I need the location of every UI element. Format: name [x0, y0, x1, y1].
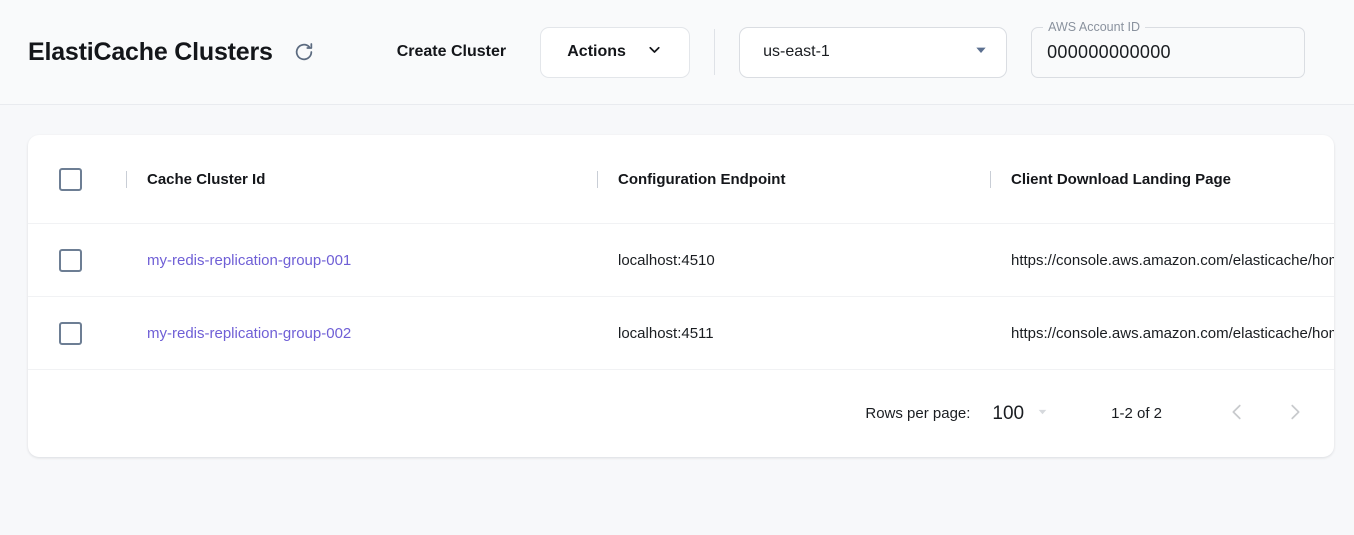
header-divider: [714, 29, 716, 75]
pagination-range-label: 1-2 of 2: [1111, 405, 1162, 422]
column-separator: [126, 252, 127, 269]
table-row[interactable]: my-redis-replication-group-001 localhost…: [28, 223, 1334, 296]
cell-configuration-endpoint: localhost:4510: [618, 251, 715, 269]
actions-button[interactable]: Actions: [540, 26, 691, 78]
actions-button-label: Actions: [567, 43, 626, 60]
region-select-value: us-east-1: [763, 43, 830, 60]
column-separator: [597, 325, 598, 342]
column-header-configuration-endpoint[interactable]: Configuration Endpoint: [618, 170, 786, 188]
cell-client-download-landing-page: https://console.aws.amazon.com/elasticac…: [1011, 251, 1334, 269]
row-select-cell: [28, 248, 126, 272]
row-checkbox[interactable]: [58, 248, 82, 272]
aws-account-id-input[interactable]: [1031, 26, 1306, 78]
row-select-cell: [28, 321, 126, 345]
table-row[interactable]: my-redis-replication-group-002 localhost…: [28, 296, 1334, 369]
previous-page-button[interactable]: [1216, 393, 1258, 435]
aws-account-id-field[interactable]: AWS Account ID: [1031, 18, 1306, 78]
chevron-down-icon: [646, 41, 663, 63]
select-all-cell: [28, 167, 126, 191]
create-cluster-button[interactable]: Create Cluster: [396, 43, 507, 60]
cell-client-download-landing-page: https://console.aws.amazon.com/elasticac…: [1011, 324, 1334, 342]
cell-configuration-endpoint: localhost:4511: [618, 324, 714, 342]
page-title: ElastiCache Clusters: [28, 37, 273, 66]
column-header-cache-cluster-id[interactable]: Cache Cluster Id: [147, 170, 266, 188]
cache-cluster-link[interactable]: my-redis-replication-group-001: [147, 251, 352, 269]
cache-cluster-link[interactable]: my-redis-replication-group-002: [147, 324, 352, 342]
select-all-checkbox[interactable]: [58, 167, 82, 191]
rows-per-page-select[interactable]: 100: [992, 403, 1049, 425]
page-header: ElastiCache Clusters Create Cluster Acti…: [0, 0, 1354, 105]
next-page-button[interactable]: [1274, 393, 1316, 435]
table-header-row: Cache Cluster Id Configuration Endpoint …: [28, 135, 1334, 223]
refresh-icon[interactable]: [289, 37, 319, 67]
column-separator: [597, 252, 598, 269]
cell-cache-cluster-id: my-redis-replication-group-001: [147, 252, 597, 269]
column-separator: [597, 170, 598, 188]
column-separator: [990, 170, 991, 188]
cell-cache-cluster-id: my-redis-replication-group-002: [147, 325, 597, 342]
column-separator: [990, 252, 991, 269]
region-select[interactable]: us-east-1: [739, 26, 1008, 78]
table-pagination: Rows per page: 100 1-2 of 2: [28, 369, 1334, 457]
column-header-client-download-landing-page[interactable]: Client Download Landing Page: [1011, 170, 1232, 188]
column-separator: [990, 325, 991, 342]
rows-per-page-value: 100: [992, 402, 1025, 424]
row-checkbox[interactable]: [58, 321, 82, 345]
chevron-right-icon: [1284, 401, 1306, 426]
rows-per-page-label: Rows per page:: [865, 405, 971, 422]
clusters-table: Cache Cluster Id Configuration Endpoint …: [28, 135, 1334, 457]
column-separator: [126, 325, 127, 342]
column-separator: [126, 170, 127, 188]
triangle-down-icon: [973, 42, 989, 63]
triangle-down-icon: [1036, 405, 1049, 423]
clusters-table-card: Cache Cluster Id Configuration Endpoint …: [28, 135, 1334, 457]
chevron-left-icon: [1226, 401, 1248, 426]
